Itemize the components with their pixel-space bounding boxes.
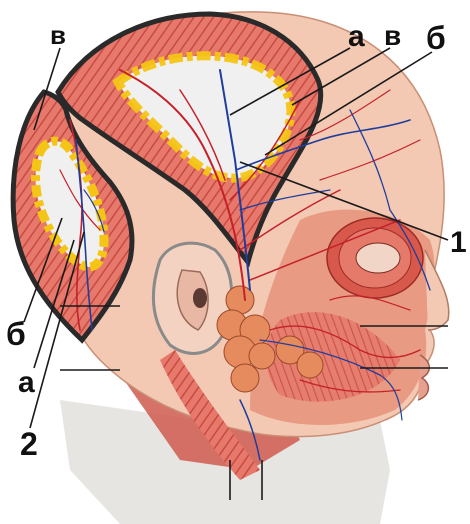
label-2: 2	[20, 428, 38, 460]
label-a-top: а	[348, 22, 365, 52]
label-b-left: б	[6, 318, 26, 350]
label-1: 1	[450, 228, 467, 258]
label-v-left: в	[50, 22, 66, 48]
label-v-top: в	[384, 22, 401, 50]
label-a-left: а	[18, 368, 35, 398]
ear	[153, 243, 231, 353]
label-b-top: б	[426, 22, 446, 54]
